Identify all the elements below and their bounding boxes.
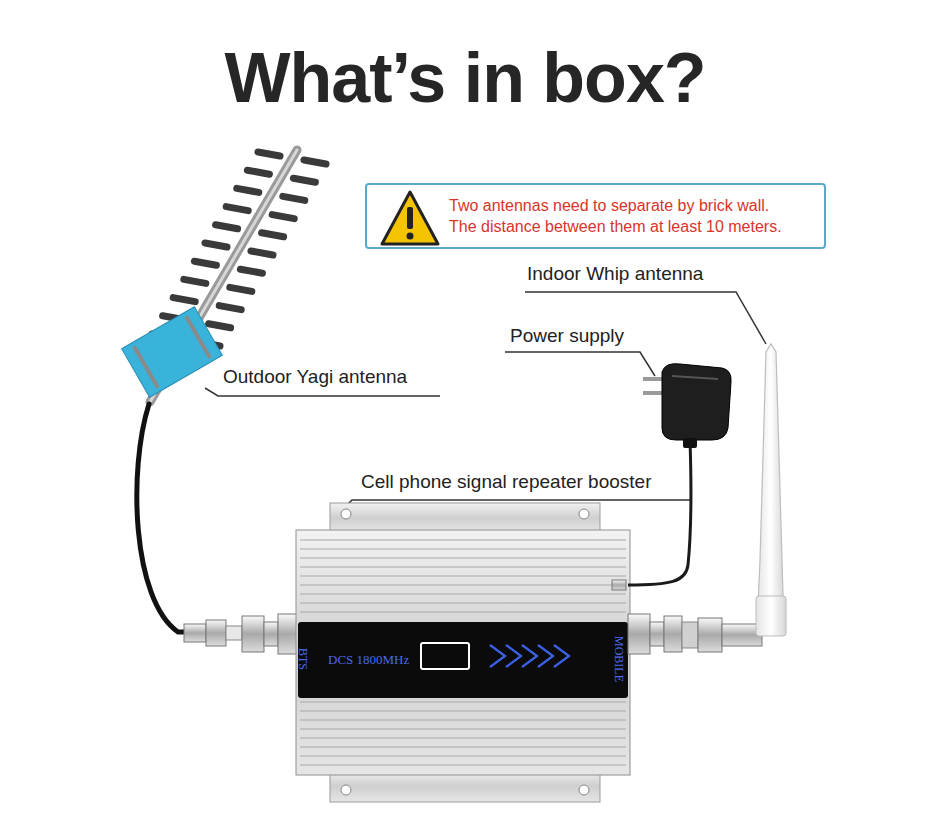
page-title: What’s in box? — [0, 38, 930, 118]
port-label: MOBILE — [612, 636, 626, 682]
warning-box: Two antennas need to separate by brick w… — [365, 183, 826, 249]
part-label: Indoor Whip antenna — [525, 262, 705, 285]
part-label: Cell phone signal repeater booster — [359, 470, 653, 493]
leader-lines — [205, 292, 766, 512]
part-label: Outdoor Yagi antenna — [221, 365, 409, 388]
band-label: DCS 1800MHz — [328, 653, 409, 667]
whip-antenna — [628, 344, 786, 654]
part-label: Power supply — [508, 324, 626, 347]
booster-housing — [296, 503, 630, 802]
yagi-antenna — [122, 150, 326, 632]
front-panel: BTS DCS 1800MHz MOBILE — [298, 622, 628, 698]
n-connector-left — [184, 614, 298, 654]
warning-text: Two antennas need to separate by brick w… — [449, 195, 791, 237]
warning-icon — [382, 192, 438, 244]
port-label: BTS — [296, 648, 310, 670]
